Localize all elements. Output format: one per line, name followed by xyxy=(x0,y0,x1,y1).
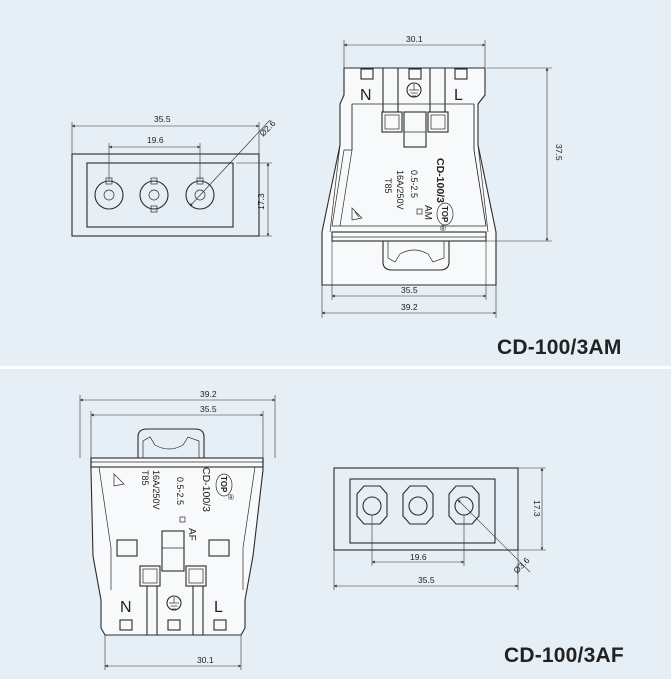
dim-overall-width: 35.5 xyxy=(154,114,171,124)
af-dim-width-inner: 35.5 xyxy=(200,404,217,414)
dim-height-37: 37.5 xyxy=(554,144,564,161)
dim-pin-dia: Ø2.6 xyxy=(257,118,277,138)
terminal-label-l: L xyxy=(454,87,463,104)
pin-earth xyxy=(139,177,169,213)
af-dim-height: 17.3 xyxy=(532,500,542,517)
dim-pin-spacing: 19.6 xyxy=(147,135,164,145)
dim-height: 17.3 xyxy=(256,193,266,210)
top-front-view xyxy=(71,119,272,237)
marking-rating: 16A/250V xyxy=(395,170,405,210)
af-dim-bottom-width: 30.1 xyxy=(197,655,214,665)
marking-reg: ® xyxy=(440,224,446,233)
marking-variant: AM xyxy=(422,205,433,220)
af-marking-variant: AF xyxy=(186,528,197,541)
af-terminal-label-n: N xyxy=(120,599,132,616)
af-marking-temp: T85 xyxy=(140,470,150,486)
af-marking-brand: TOP xyxy=(219,476,228,493)
af-pin-earth xyxy=(402,485,434,525)
dim-width-outer: 39.2 xyxy=(401,302,418,312)
af-dim-overall-width: 35.5 xyxy=(418,575,435,585)
top-side-view xyxy=(321,40,552,318)
af-dim-pin-spacing: 19.6 xyxy=(410,552,427,562)
af-marking-rating: 16A/250V xyxy=(151,470,161,510)
af-dim-width-outer: 39.2 xyxy=(200,389,217,399)
dim-width-inner: 35.5 xyxy=(401,285,418,295)
pin-right xyxy=(185,177,215,210)
af-terminal-label-l: L xyxy=(214,599,223,616)
af-marking-reg: ® xyxy=(228,493,234,502)
model-title-af: CD-100/3AF xyxy=(504,644,624,667)
marking-temp: T85 xyxy=(383,178,393,194)
pin-left xyxy=(94,177,124,210)
af-marking-model: CD-100/3 xyxy=(200,467,212,512)
af-marking-wire: 0.5-2.5 xyxy=(175,477,185,505)
marking-wire: 0.5-2.5 xyxy=(409,170,419,198)
dim-top-width: 30.1 xyxy=(406,34,423,44)
terminal-label-n: N xyxy=(360,87,372,104)
panel-separator xyxy=(0,366,671,369)
model-title-am: CD-100/3AM xyxy=(497,336,622,359)
marking-brand: TOP xyxy=(440,206,449,223)
bottom-side-view xyxy=(79,395,276,670)
af-dim-pin-dia: Ø3.6 xyxy=(511,555,531,575)
bottom-front-view xyxy=(333,467,546,590)
marking-model: CD-100/3 xyxy=(434,158,446,203)
